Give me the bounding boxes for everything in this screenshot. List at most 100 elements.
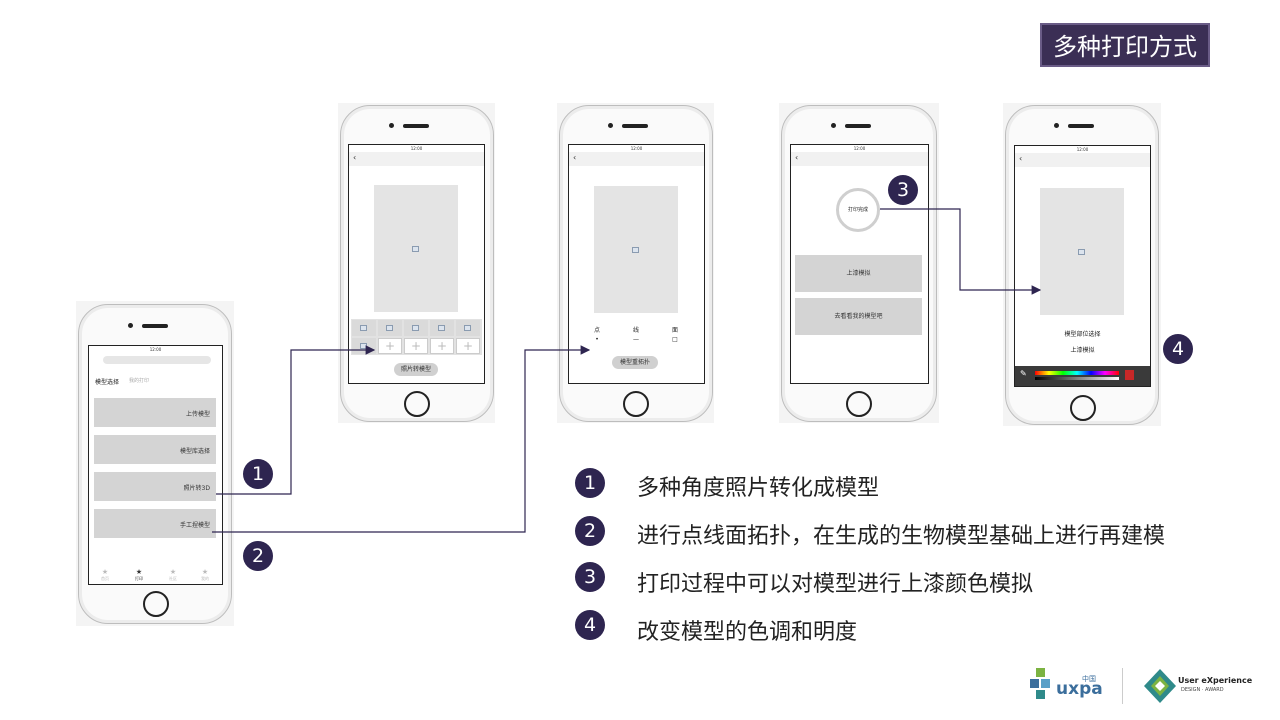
menu-handcraft-model[interactable]: 手工捏模型 <box>94 509 216 538</box>
paint-simulation-button[interactable]: 上漆模拟 <box>795 255 922 292</box>
image-icon <box>1078 248 1085 255</box>
model-preview <box>594 186 678 313</box>
tab-label: 首页 <box>101 576 109 581</box>
photo-thumb[interactable] <box>456 320 480 336</box>
view-my-model-button[interactable]: 去看看我的模型吧 <box>795 298 922 335</box>
image-icon <box>632 246 639 253</box>
menu-model-library[interactable]: 模型库选择 <box>94 435 216 464</box>
menu-label: 照片转3D <box>183 485 210 492</box>
legend-badge-3: 3 <box>575 562 605 592</box>
uxpa-logo: uxpa 中国 <box>1028 666 1108 706</box>
hue-slider[interactable] <box>1035 371 1119 375</box>
part-select-label[interactable]: 模型部位选择 <box>1064 331 1101 338</box>
legend-item-4: 改变模型的色调和明度 <box>637 620 858 645</box>
add-photo-button[interactable]: + <box>430 338 454 354</box>
tab-label: 我的 <box>201 576 209 581</box>
tab-community[interactable]: ★社区 <box>165 568 181 582</box>
connector-1 <box>216 345 376 495</box>
photo-to-model-button[interactable]: 照片转模型 <box>394 363 438 376</box>
add-photo-button[interactable]: + <box>404 338 428 354</box>
add-photo-button[interactable]: + <box>456 338 480 354</box>
add-photo-button[interactable]: + <box>378 338 402 354</box>
phone-retopology: 12:00 ‹ 点 • 线 — 面 □ 模型重拓扑 <box>557 103 714 423</box>
image-icon <box>412 245 419 252</box>
legend-badge-1: 1 <box>575 468 605 498</box>
step-badge-2: 2 <box>243 541 273 571</box>
image-icon <box>464 325 471 331</box>
tab-label: 社区 <box>169 576 177 581</box>
uxpa-logo-cn: 中国 <box>1082 675 1096 683</box>
retopology-button[interactable]: 模型重拓扑 <box>612 356 658 369</box>
phone-model-select: 12:00 模型选择 我的打印 上传模型 模型库选择 照片转3D 手工捏模型 ★… <box>76 301 234 626</box>
ux-award-logo: User eXperience DESIGN · AWARD <box>1143 668 1253 706</box>
uxpa-logo-mark <box>1030 668 1050 699</box>
menu-upload-model[interactable]: 上传模型 <box>94 398 216 427</box>
status-time: 12:00 <box>149 347 162 352</box>
color-toolbar: ✎ <box>1015 366 1150 386</box>
mode-line[interactable]: 线 — <box>630 325 642 343</box>
home-button[interactable] <box>1070 395 1096 421</box>
phone-screen: 12:00 ‹ + + + + 照片转模型 <box>348 144 485 384</box>
image-icon <box>412 325 419 331</box>
logo-divider <box>1122 668 1123 704</box>
tab-label: 打印 <box>135 576 143 581</box>
mode-label: 面 <box>671 327 678 334</box>
ux-award-subtitle: DESIGN · AWARD <box>1181 687 1224 693</box>
phone-photo-to-model: 12:00 ‹ + + + + 照片转模型 <box>338 103 495 423</box>
model-preview <box>374 185 458 312</box>
photo-thumb[interactable] <box>378 320 402 336</box>
button-label: 上漆模拟 <box>846 270 871 277</box>
face-symbol: □ <box>672 336 678 343</box>
mode-point[interactable]: 点 • <box>591 325 603 343</box>
step-badge-1: 1 <box>243 459 273 489</box>
photo-thumb[interactable] <box>404 320 428 336</box>
menu-label: 手工捏模型 <box>179 522 210 529</box>
home-button[interactable] <box>404 391 430 417</box>
search-bar[interactable] <box>103 356 211 364</box>
ux-award-logo-mark <box>1144 669 1176 703</box>
status-time: 12:00 <box>853 146 866 151</box>
back-button[interactable]: ‹ <box>353 153 357 162</box>
tab-home[interactable]: ★首页 <box>97 568 113 582</box>
home-button[interactable] <box>623 391 649 417</box>
back-button[interactable]: ‹ <box>573 153 577 162</box>
page-title: 多种打印方式 <box>1040 23 1210 67</box>
back-button[interactable]: ‹ <box>795 153 799 162</box>
phone-print-complete: 12:00 ‹ 打印完成 上漆模拟 去看看我的模型吧 <box>779 103 939 423</box>
phone-screen: 12:00 ‹ 模型部位选择 上漆模拟 ✎ <box>1014 145 1151 387</box>
brightness-slider[interactable] <box>1035 377 1119 380</box>
tab-my-prints[interactable]: 我的打印 <box>129 378 150 384</box>
ux-award-title: User eXperience <box>1178 676 1253 685</box>
menu-label: 模型库选择 <box>179 448 210 455</box>
menu-photo-to-3d[interactable]: 照片转3D <box>94 472 216 501</box>
line-symbol: — <box>633 336 639 343</box>
tab-model-select[interactable]: 模型选择 <box>95 379 120 386</box>
color-swatch[interactable] <box>1125 370 1134 380</box>
mode-face[interactable]: 面 □ <box>669 325 681 343</box>
phone-paint-simulation: 12:00 ‹ 模型部位选择 上漆模拟 ✎ <box>1003 103 1161 426</box>
point-symbol: • <box>595 336 599 343</box>
legend-badge-4: 4 <box>575 610 605 640</box>
home-button[interactable] <box>846 391 872 417</box>
tab-print[interactable]: ★打印 <box>131 568 147 582</box>
status-time: 12:00 <box>1076 147 1089 152</box>
step-badge-4: 4 <box>1163 334 1193 364</box>
eyedropper-icon[interactable]: ✎ <box>1020 369 1027 378</box>
tab-mine[interactable]: ★我的 <box>197 568 213 582</box>
status-time: 12:00 <box>630 146 643 151</box>
photo-thumb[interactable] <box>352 320 376 336</box>
home-button[interactable] <box>143 591 169 617</box>
legend-item-1: 多种角度照片转化成模型 <box>637 476 880 501</box>
phone-screen: 12:00 ‹ 点 • 线 — 面 □ 模型重拓扑 <box>568 144 705 384</box>
photo-thumb[interactable] <box>430 320 454 336</box>
back-button[interactable]: ‹ <box>1019 154 1023 163</box>
status-time: 12:00 <box>410 146 423 151</box>
paint-sim-label: 上漆模拟 <box>1070 347 1095 354</box>
legend-badge-2: 2 <box>575 516 605 546</box>
step-badge-3: 3 <box>888 175 918 205</box>
model-preview <box>1040 188 1124 315</box>
legend-item-3: 打印过程中可以对模型进行上漆颜色模拟 <box>637 572 1034 597</box>
connector-3 <box>880 208 1042 295</box>
connector-2 <box>212 345 591 533</box>
